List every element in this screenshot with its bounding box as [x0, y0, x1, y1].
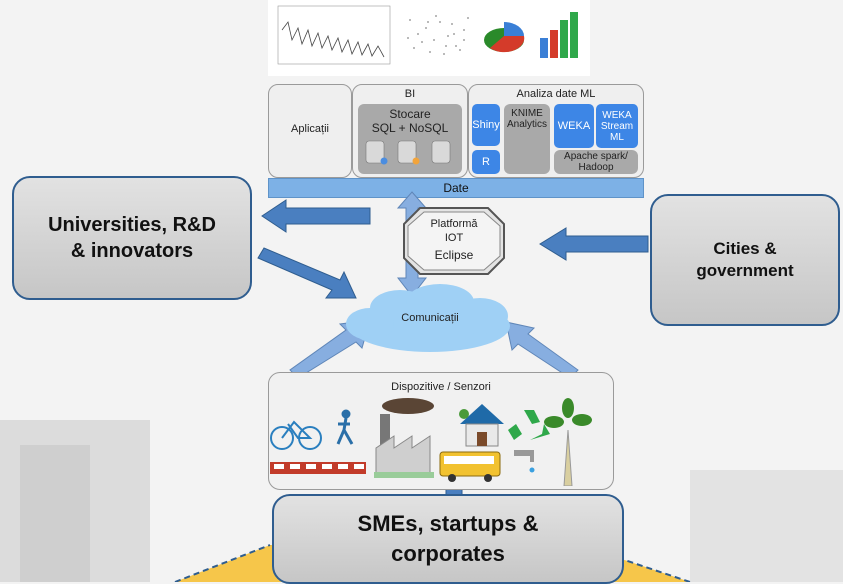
platform-line1: Platformă: [430, 218, 478, 230]
smes-text: SMEs, startups & corporates: [357, 511, 539, 566]
universities-callout: Universities, R&D & innovators: [12, 176, 252, 300]
recycle-icon: [508, 410, 550, 440]
eco-tree-icon: [544, 398, 592, 486]
database-icons: [365, 140, 451, 165]
platform-line2: IOT: [444, 232, 464, 244]
stocare-line2: SQL + NoSQL: [371, 121, 449, 135]
apache-box: Apache spark/ Hadoop: [554, 150, 638, 174]
platform-line3: Eclipse: [434, 248, 474, 262]
platform-iot-octagon: [403, 207, 505, 275]
chart-thumbnails: [277, 5, 578, 65]
background-building-right: [690, 470, 843, 582]
train-icon: [270, 462, 366, 474]
apache-label: Apache spark/ Hadoop: [564, 151, 628, 173]
background-building-left-2: [20, 445, 90, 582]
bi-title: BI: [404, 88, 416, 100]
bus-icon: [439, 451, 501, 482]
pedestrian-icon: [336, 409, 354, 445]
comms-label: Comunicații: [401, 312, 459, 324]
ml-title: Analiza date ML: [516, 88, 596, 100]
cities-callout: Cities & government: [650, 194, 840, 326]
r-label: R: [482, 156, 490, 168]
weka-label: WEKA: [557, 120, 591, 132]
shiny-label: Shiny: [472, 119, 500, 131]
shiny-box: Shiny: [472, 104, 500, 146]
aplicatii-label: Aplicații: [291, 123, 329, 135]
stocare-line1: Stocare: [389, 107, 431, 121]
device-icons: [270, 398, 592, 486]
date-bar: Date: [268, 178, 644, 198]
bicycle-icon: [270, 420, 322, 450]
factory-icon: [374, 398, 434, 478]
smes-callout: SMEs, startups & corporates: [272, 494, 624, 584]
date-label: Date: [443, 181, 469, 195]
knime-box: KNIME Analytics: [504, 104, 550, 174]
aplicatii-panel: Aplicații: [268, 84, 352, 178]
communications-cloud: [346, 284, 510, 352]
pie-icon: [484, 22, 525, 53]
cities-text: Cities & government: [696, 239, 794, 280]
universities-text: Universities, R&D & innovators: [48, 214, 216, 262]
smart-house-icon: [459, 404, 504, 447]
devices-title: Dispozitive / Senzori: [391, 381, 491, 393]
weka-box: WEKA: [554, 104, 594, 148]
r-box: R: [472, 150, 500, 174]
weka-stream-label: WEKA Stream ML: [600, 109, 634, 143]
charts-strip: [268, 0, 590, 76]
bar-chart-icon: [540, 12, 578, 58]
water-tap-icon: [514, 450, 535, 473]
weka-stream-box: WEKA Stream ML: [596, 104, 638, 148]
knime-label: KNIME Analytics: [506, 108, 547, 130]
stocare-box: Stocare SQL + NoSQL: [358, 104, 462, 174]
